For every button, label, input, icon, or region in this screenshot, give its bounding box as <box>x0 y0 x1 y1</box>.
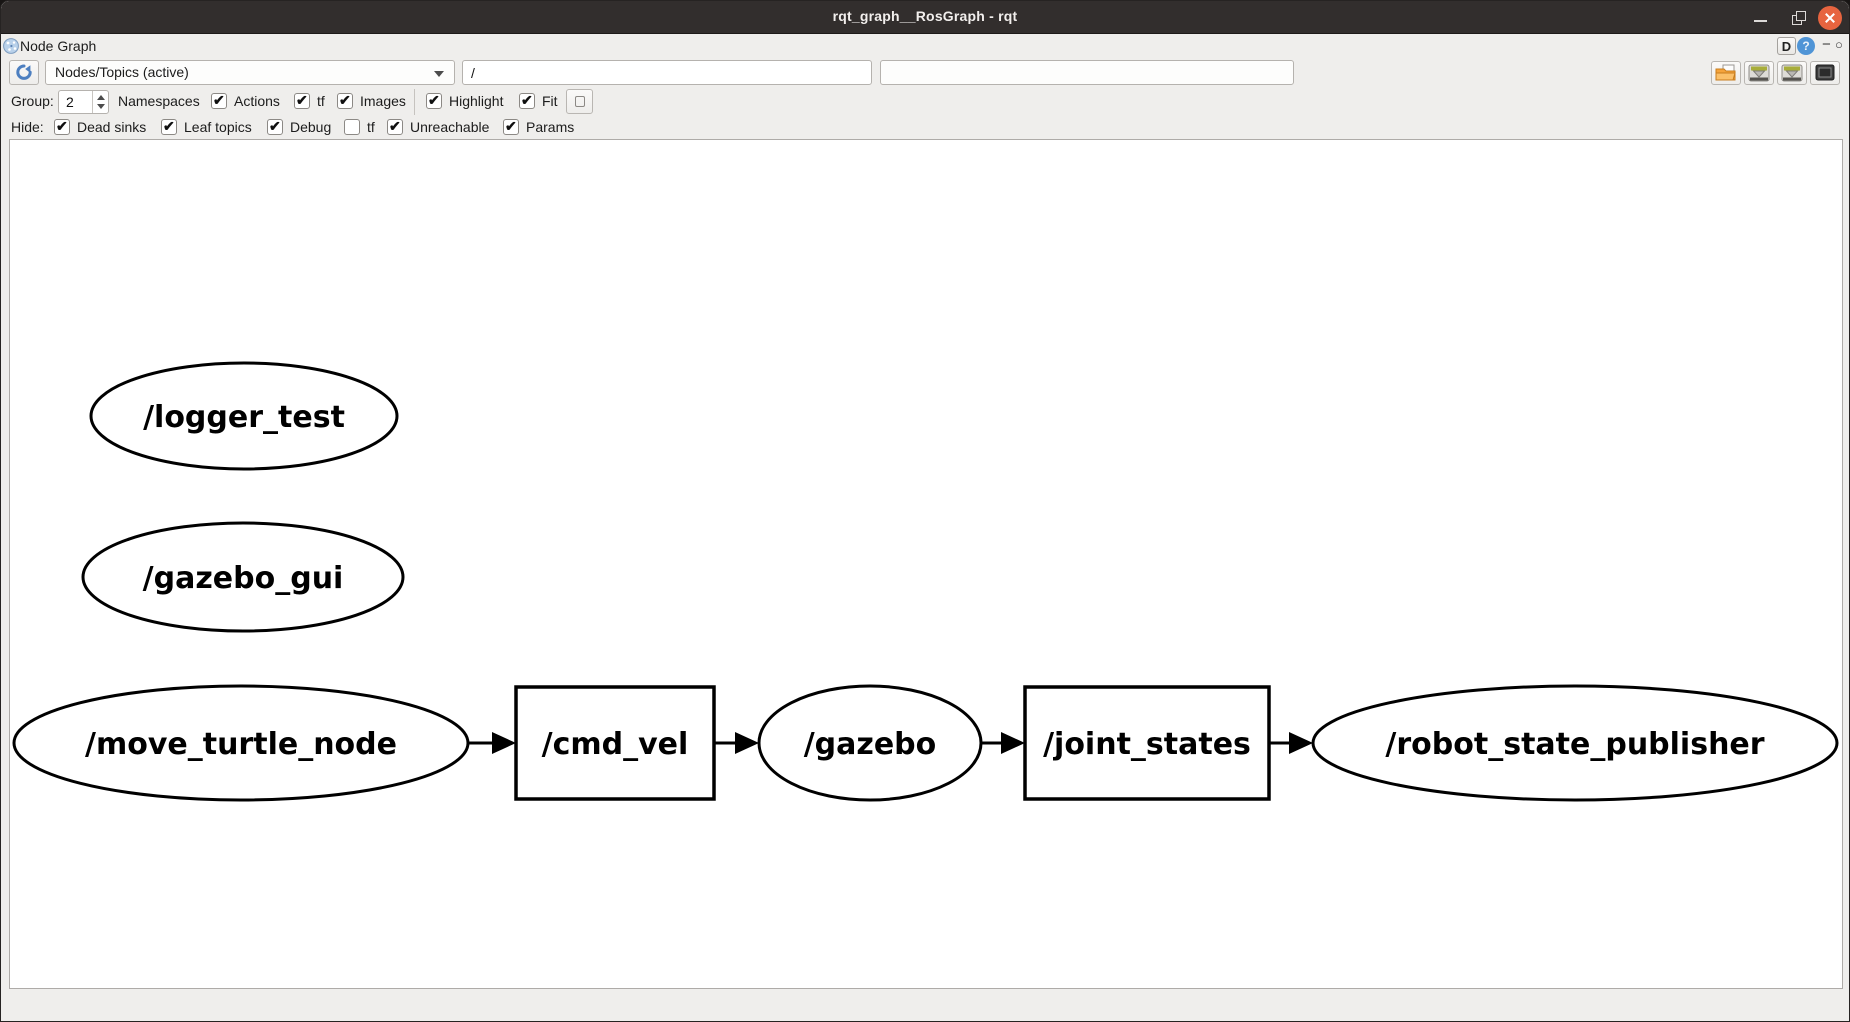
images-checkbox[interactable] <box>337 92 353 109</box>
spin-up-icon[interactable] <box>97 95 105 100</box>
help-icon[interactable]: ? <box>1797 37 1815 55</box>
save-icon <box>1781 64 1803 82</box>
svg-text:/gazebo_gui: /gazebo_gui <box>143 561 344 596</box>
dock-close-icon[interactable]: ○ <box>1835 37 1843 52</box>
image-icon <box>1815 64 1835 81</box>
spin-down-icon[interactable] <box>97 104 105 109</box>
open-folder-icon <box>1715 64 1736 81</box>
svg-text:/joint_states: /joint_states <box>1043 727 1251 762</box>
graph-type-select[interactable]: Nodes/Topics (active) <box>45 60 455 85</box>
refresh-graph-button[interactable] <box>9 60 39 85</box>
svg-text:/gazebo: /gazebo <box>804 727 937 762</box>
fit-label: Fit <box>542 93 558 109</box>
params-checkbox[interactable] <box>503 118 519 135</box>
load-dot-button[interactable] <box>1711 61 1741 85</box>
unreachable-checkbox[interactable] <box>387 118 403 135</box>
svg-text:/robot_state_publisher: /robot_state_publisher <box>1385 727 1764 762</box>
highlight-label: Highlight <box>449 93 504 109</box>
dock-minimize-icon[interactable]: − <box>1822 36 1831 53</box>
images-label: Images <box>360 93 406 109</box>
hide-tf-label: tf <box>367 119 375 135</box>
namespaces-label: Namespaces <box>118 93 200 109</box>
group-spinbox[interactable]: 2 <box>58 90 109 114</box>
topic-filter-input[interactable] <box>880 60 1294 85</box>
node-robot-state-publisher[interactable]: /robot_state_publisher <box>1311 684 1839 802</box>
dead-sinks-label: Dead sinks <box>77 119 147 135</box>
edge-move-turtle-to-cmd-vel <box>468 732 516 754</box>
svg-text:/move_turtle_node: /move_turtle_node <box>85 727 397 762</box>
params-label: Params <box>526 119 575 135</box>
node-joint-states[interactable]: /joint_states <box>1023 685 1271 801</box>
refresh-icon <box>16 64 32 80</box>
node-cmd-vel[interactable]: /cmd_vel <box>514 685 716 801</box>
dock-badge-button[interactable]: D <box>1777 37 1796 55</box>
debug-label: Debug <box>290 119 332 135</box>
dead-sinks-checkbox[interactable] <box>54 118 70 135</box>
node-filter-input[interactable] <box>462 60 872 85</box>
toolbar-separator <box>414 89 415 115</box>
edge-cmd-vel-to-gazebo <box>714 732 759 754</box>
chevron-down-icon <box>434 71 444 77</box>
node-gazebo[interactable]: /gazebo <box>757 684 983 802</box>
hide-tf-checkbox[interactable] <box>344 119 360 135</box>
unreachable-label: Unreachable <box>410 119 490 135</box>
fit-in-view-button[interactable] <box>566 89 593 114</box>
hide-label: Hide: <box>11 119 44 135</box>
save-dot-button[interactable] <box>1744 61 1774 85</box>
edge-gazebo-to-joint-states <box>981 732 1025 754</box>
graph-type-value: Nodes/Topics (active) <box>55 64 189 80</box>
fit-in-view-icon <box>575 96 585 107</box>
window-title: rqt_graph__RosGraph - rqt <box>832 8 1018 24</box>
minimize-button[interactable] <box>1749 6 1773 30</box>
node-logger-test[interactable]: /logger_test <box>89 361 399 471</box>
save-icon <box>1748 64 1770 82</box>
leaf-topics-checkbox[interactable] <box>161 118 177 135</box>
restore-icon-front <box>1796 11 1806 21</box>
leaf-topics-label: Leaf topics <box>184 119 252 135</box>
node-move-turtle-node[interactable]: /move_turtle_node <box>12 684 470 802</box>
node-graph: /logger_test /gazebo_gui /move_turtle_no… <box>12 361 1839 802</box>
edge-joint-states-to-robot-state-publisher <box>1269 732 1313 754</box>
save-svg-button[interactable] <box>1777 61 1807 85</box>
dock-title: Node Graph <box>20 38 97 54</box>
close-button[interactable] <box>1818 6 1842 30</box>
spinner-arrows[interactable] <box>92 91 108 113</box>
node-gazebo-gui[interactable]: /gazebo_gui <box>81 521 405 633</box>
svg-text:/logger_test: /logger_test <box>143 400 345 435</box>
node-graph-plugin-icon <box>3 38 19 54</box>
group-value: 2 <box>66 94 74 110</box>
graph-canvas[interactable]: /logger_test /gazebo_gui /move_turtle_no… <box>9 139 1843 989</box>
fit-checkbox[interactable] <box>519 92 535 109</box>
minimize-icon <box>1754 20 1767 22</box>
tf-checkbox[interactable] <box>294 92 310 109</box>
restore-button[interactable] <box>1787 6 1811 30</box>
actions-checkbox[interactable] <box>211 92 227 109</box>
debug-checkbox[interactable] <box>267 118 283 135</box>
svg-text:/cmd_vel: /cmd_vel <box>542 727 689 762</box>
highlight-checkbox[interactable] <box>426 92 442 109</box>
title-bar[interactable]: rqt_graph__RosGraph - rqt <box>1 1 1849 34</box>
dock-header: Node Graph D ? − ○ <box>1 35 1849 57</box>
group-label: Group: <box>11 93 54 109</box>
tf-label: tf <box>317 93 325 109</box>
save-image-button[interactable] <box>1810 61 1840 85</box>
actions-label: Actions <box>234 93 280 109</box>
